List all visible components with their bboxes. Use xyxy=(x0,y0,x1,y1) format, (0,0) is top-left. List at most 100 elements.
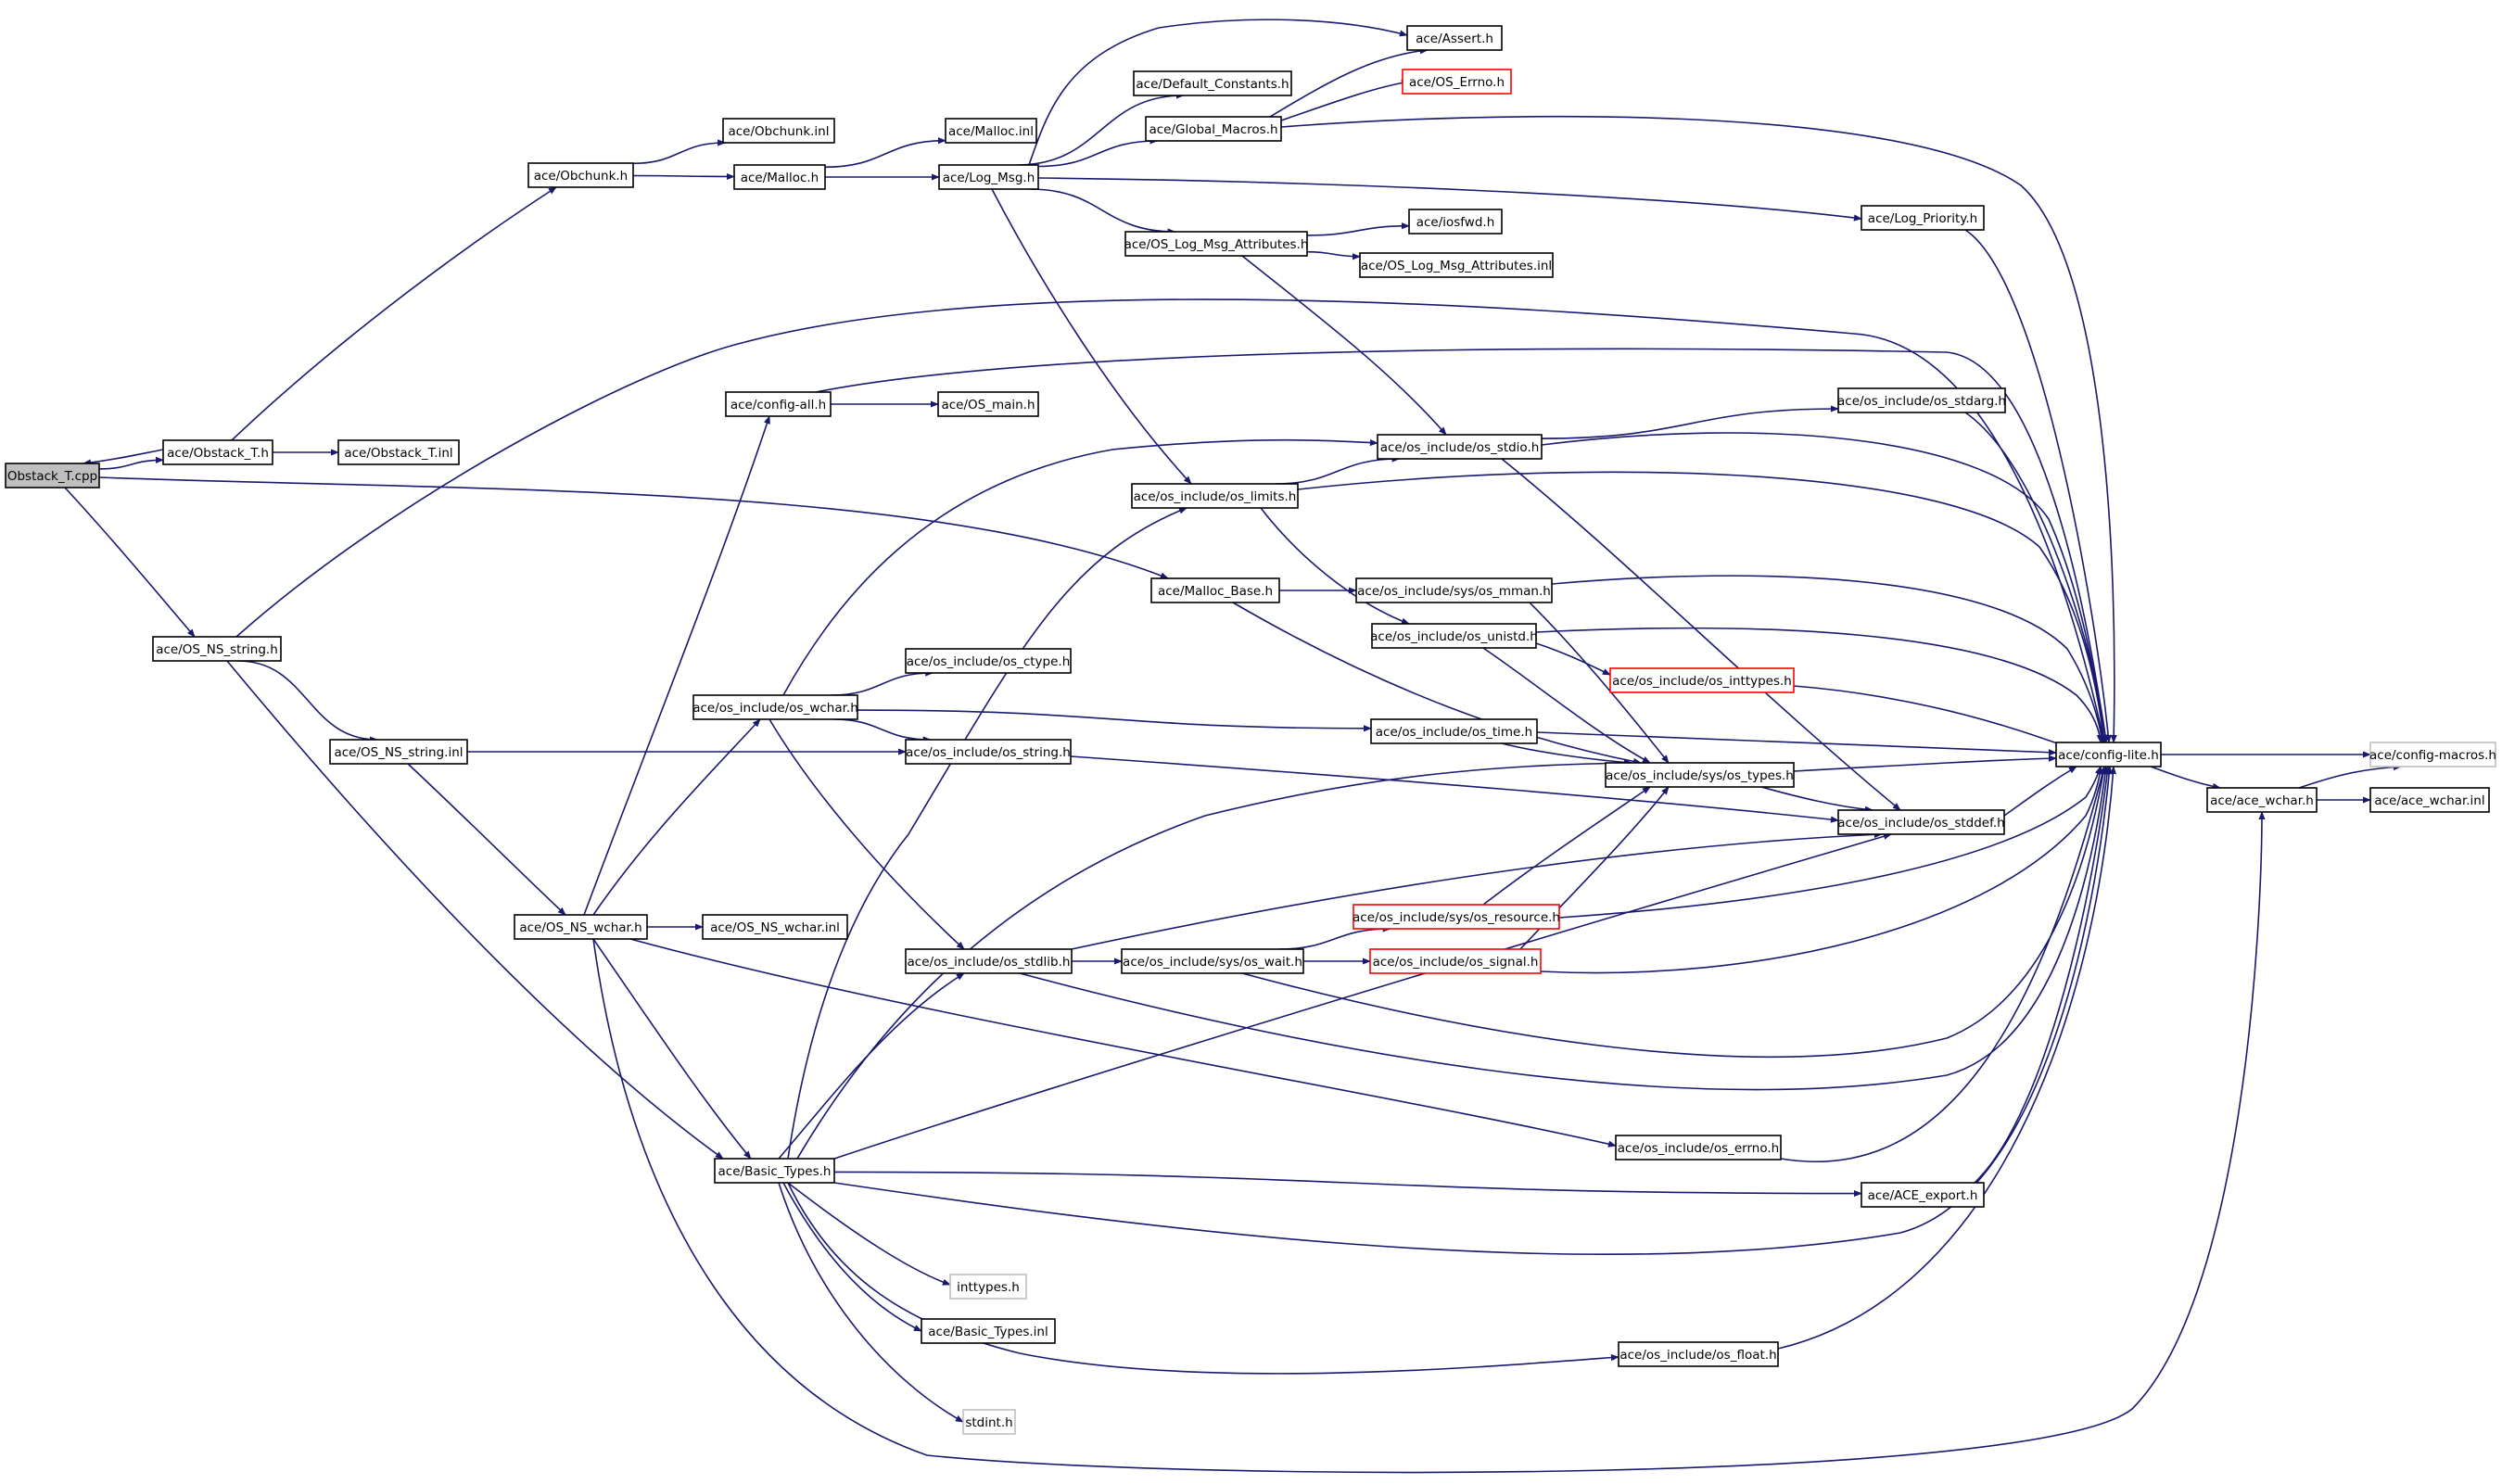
node-label: ace/Malloc.h xyxy=(741,171,819,185)
node-box xyxy=(1408,209,1503,235)
edge-globalmacrosh-to-configliteh xyxy=(1280,115,2117,743)
node-box xyxy=(1371,623,1537,649)
node-box xyxy=(945,118,1037,144)
node-osresourceh[interactable]: ace/os_include/sys/os_resource.h xyxy=(1353,904,1560,930)
edge-ostimeh-to-configliteh xyxy=(1536,731,2057,756)
node-label: ace/OS_NS_string.inl xyxy=(334,745,463,760)
node-box xyxy=(1609,667,1795,693)
node-basictypesh[interactable]: ace/Basic_Types.h xyxy=(714,1158,835,1184)
node-oslogmsgattrh[interactable]: ace/OS_Log_Msg_Attributes.h xyxy=(1124,231,1309,257)
node-osstddefh[interactable]: ace/os_include/os_stddef.h xyxy=(1837,809,2005,835)
node-box xyxy=(152,636,282,662)
node-obchunkinl[interactable]: ace/Obchunk.inl xyxy=(722,118,835,144)
edge-obchunkh-to-malloch xyxy=(632,172,735,181)
edge-osnswcharh-to-configallh xyxy=(583,415,770,916)
node-ostimeh[interactable]: ace/os_include/os_time.h xyxy=(1370,718,1538,744)
node-label: ace/Global_Macros.h xyxy=(1149,122,1277,137)
node-box xyxy=(329,739,468,765)
node-globalmacrosh[interactable]: ace/Global_Macros.h xyxy=(1145,116,1282,142)
node-oserrnoh2[interactable]: ace/os_include/os_errno.h xyxy=(1615,1135,1782,1161)
node-asserth[interactable]: ace/Assert.h xyxy=(1406,25,1503,51)
node-box xyxy=(527,162,634,188)
edge-osunistdh-to-osinttypesh xyxy=(1535,642,1611,676)
node-label: ace/os_include/os_errno.h xyxy=(1618,1141,1779,1156)
node-configmacrosh[interactable]: ace/config-macros.h xyxy=(2369,742,2496,767)
node-osstdargh[interactable]: ace/os_include/os_stdarg.h xyxy=(1837,387,2006,413)
node-label: ace/os_include/os_ctype.h xyxy=(907,654,1071,669)
node-osstdlibh[interactable]: ace/os_include/os_stdlib.h xyxy=(905,948,1073,974)
node-osnsstringh[interactable]: ace/OS_NS_string.h xyxy=(152,636,282,662)
node-root[interactable]: Obstack_T.cpp xyxy=(5,463,100,488)
node-osfloath[interactable]: ace/os_include/os_float.h xyxy=(1618,1341,1779,1367)
node-osnswcharh[interactable]: ace/OS_NS_wchar.h xyxy=(514,914,648,940)
node-obstackTh[interactable]: ace/Obstack_T.h xyxy=(162,439,273,465)
node-box xyxy=(1145,116,1282,142)
node-acewcharinl[interactable]: ace/ace_wchar.inl xyxy=(2369,787,2490,813)
node-mallocbaseh[interactable]: ace/Malloc_Base.h xyxy=(1150,577,1280,603)
node-box xyxy=(514,914,648,940)
node-box xyxy=(1359,252,1554,278)
node-logmsgh[interactable]: ace/Log_Msg.h xyxy=(938,164,1039,190)
edge-osunistdh-to-ostypesh xyxy=(1482,647,1651,764)
node-box xyxy=(1406,25,1503,51)
edge-osstddefh-to-configliteh xyxy=(2003,766,2077,817)
node-oswcharh[interactable]: ace/os_include/os_wchar.h xyxy=(692,694,858,720)
node-label: ace/Log_Msg.h xyxy=(943,171,1035,185)
edge-obstackTh-to-obchunkh xyxy=(231,186,557,441)
node-ostypesh[interactable]: ace/os_include/sys/os_types.h xyxy=(1605,762,1795,788)
edge-osstdioh-to-osstddefh xyxy=(1501,458,1901,811)
node-box xyxy=(905,948,1073,974)
node-label: ace/os_include/os_stdarg.h xyxy=(1837,394,2006,409)
edge-logmsgh-to-logpriorityh xyxy=(1037,177,1862,222)
node-malloch[interactable]: ace/Malloc.h xyxy=(733,164,826,190)
edge-logmsgh-to-defconsth xyxy=(1017,92,1185,166)
node-osctypeh[interactable]: ace/os_include/os_ctype.h xyxy=(905,648,1072,674)
node-label: ace/os_include/os_unistd.h xyxy=(1370,629,1538,644)
edge-basictypesh-to-osstddefh xyxy=(833,832,1892,1160)
node-obstackTinl[interactable]: ace/Obstack_T.inl xyxy=(337,439,460,465)
node-oslogmsgattrinl[interactable]: ace/OS_Log_Msg_Attributes.inl xyxy=(1359,252,1554,278)
node-osmainh[interactable]: ace/OS_main.h xyxy=(937,391,1039,417)
edge-osresourceh-to-configliteh xyxy=(1558,766,2102,919)
node-obchunkh[interactable]: ace/Obchunk.h xyxy=(527,162,634,188)
node-logpriorityh[interactable]: ace/Log_Priority.h xyxy=(1861,205,1985,231)
node-box xyxy=(1131,483,1299,509)
node-configallh[interactable]: ace/config-all.h xyxy=(725,391,832,417)
node-box xyxy=(1150,577,1280,603)
edge-logpriorityh-to-configliteh xyxy=(1964,229,2112,743)
node-label: ace/os_include/os_inttypes.h xyxy=(1612,674,1792,689)
node-mallocinl[interactable]: ace/Malloc.inl xyxy=(945,118,1037,144)
node-box xyxy=(2055,742,2162,767)
edge-obchunkh-to-obchunkinl xyxy=(632,139,727,165)
node-stdinth[interactable]: stdint.h xyxy=(962,1409,1016,1435)
node-ossignalh[interactable]: ace/os_include/os_signal.h xyxy=(1369,948,1542,974)
node-osnsstringinl[interactable]: ace/OS_NS_string.inl xyxy=(329,739,468,765)
node-aceexporth[interactable]: ace/ACE_export.h xyxy=(1861,1182,1985,1208)
node-inttypesh[interactable]: inttypes.h xyxy=(949,1274,1027,1300)
node-osstdioh[interactable]: ace/os_include/os_stdio.h xyxy=(1377,434,1543,460)
edge-osinttypesh-to-configliteh xyxy=(1793,685,2068,748)
edge-osnswcharh-to-oserrnoh2 xyxy=(629,938,1617,1148)
node-basictypesinl[interactable]: ace/Basic_Types.inl xyxy=(921,1318,1056,1344)
node-oserrnoh[interactable]: ace/OS_Errno.h xyxy=(1402,69,1512,95)
node-osnswcharinl[interactable]: ace/OS_NS_wchar.inl xyxy=(702,914,848,940)
edge-basictypesh-to-inttypesh xyxy=(787,1182,951,1286)
edge-layer xyxy=(64,19,2402,1474)
node-acewcharh[interactable]: ace/ace_wchar.h xyxy=(2206,787,2318,813)
node-osunistdh[interactable]: ace/os_include/os_unistd.h xyxy=(1370,623,1538,649)
node-oslimitsh[interactable]: ace/os_include/os_limits.h xyxy=(1131,483,1299,509)
node-oswaith[interactable]: ace/os_include/sys/os_wait.h xyxy=(1121,948,1304,974)
node-iosfwdh[interactable]: ace/iosfwd.h xyxy=(1408,209,1503,235)
node-osstringh[interactable]: ace/os_include/os_string.h xyxy=(905,739,1072,765)
node-label: ace/OS_Log_Msg_Attributes.h xyxy=(1124,237,1309,252)
node-box xyxy=(1369,948,1542,974)
node-osinttypesh[interactable]: ace/os_include/os_inttypes.h xyxy=(1609,667,1795,693)
node-osmmanh[interactable]: ace/os_include/sys/os_mman.h xyxy=(1355,577,1553,603)
node-defconsth[interactable]: ace/Default_Constants.h xyxy=(1133,70,1292,96)
node-label: stdint.h xyxy=(965,1415,1012,1430)
node-box xyxy=(1618,1341,1779,1367)
edge-oslimitsh-to-osstdioh xyxy=(1275,455,1401,485)
node-configliteh[interactable]: ace/config-lite.h xyxy=(2055,742,2162,767)
edge-osnsstringh-to-configliteh xyxy=(235,298,2106,743)
node-box xyxy=(1377,434,1543,460)
